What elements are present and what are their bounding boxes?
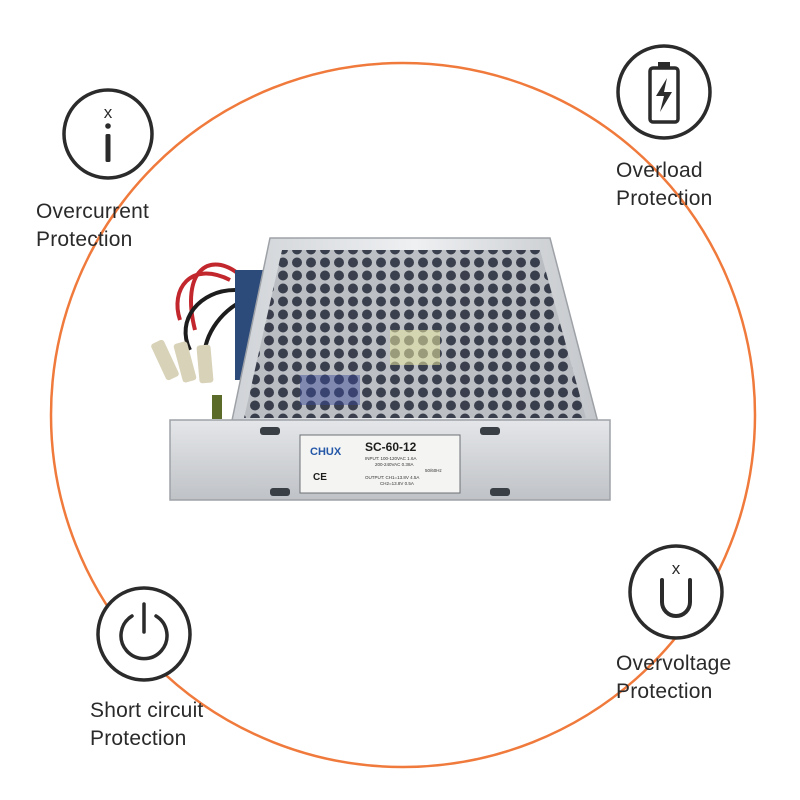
overload-title: Overload (616, 159, 703, 182)
svg-text:x: x (672, 559, 681, 578)
overvoltage-title: Overvoltage (616, 652, 732, 675)
brand-label: CHUX (310, 446, 342, 458)
battery-charge-icon (616, 44, 712, 140)
voltage-limit-icon: x (628, 544, 724, 640)
model-label: SC-60-12 (365, 440, 417, 454)
short-circuit-subtitle: Protection (90, 727, 187, 750)
overcurrent-title: Overcurrent (36, 200, 150, 223)
short-circuit-title: Short circuit (90, 699, 204, 722)
label-plate: CHUX SC-60-12 INPUT: 100-120VAC 1.6A 200… (299, 434, 461, 494)
input-spec-1: INPUT: 100-120VAC 1.6A (365, 456, 416, 461)
ce-mark: CE (313, 472, 327, 483)
overcurrent-label: Overcurrent Protection (36, 198, 149, 254)
svg-text:x: x (104, 103, 113, 122)
short-circuit-label: Short circuit Protection (90, 697, 203, 753)
overvoltage-subtitle: Protection (616, 680, 713, 703)
power-supply-photo: CHUX SC-60-12 INPUT: 100-120VAC 1.6A 200… (151, 237, 611, 501)
current-limit-icon: x (62, 88, 154, 180)
overcurrent-subtitle: Protection (36, 228, 133, 251)
ring-circle (49, 61, 757, 769)
input-spec-2: 200-240VAC 0.38A (375, 462, 413, 467)
output-spec-2: CH2=13.8V 0.5A (380, 481, 414, 486)
output-spec-1: OUTPUT: CH1=13.8V 4.5A (365, 475, 419, 480)
overvoltage-label: Overvoltage Protection (616, 650, 731, 706)
overload-label: Overload Protection (616, 157, 713, 213)
power-icon (96, 586, 192, 682)
overload-subtitle: Protection (616, 187, 713, 210)
input-spec-3: 50/60Hz (425, 468, 443, 473)
